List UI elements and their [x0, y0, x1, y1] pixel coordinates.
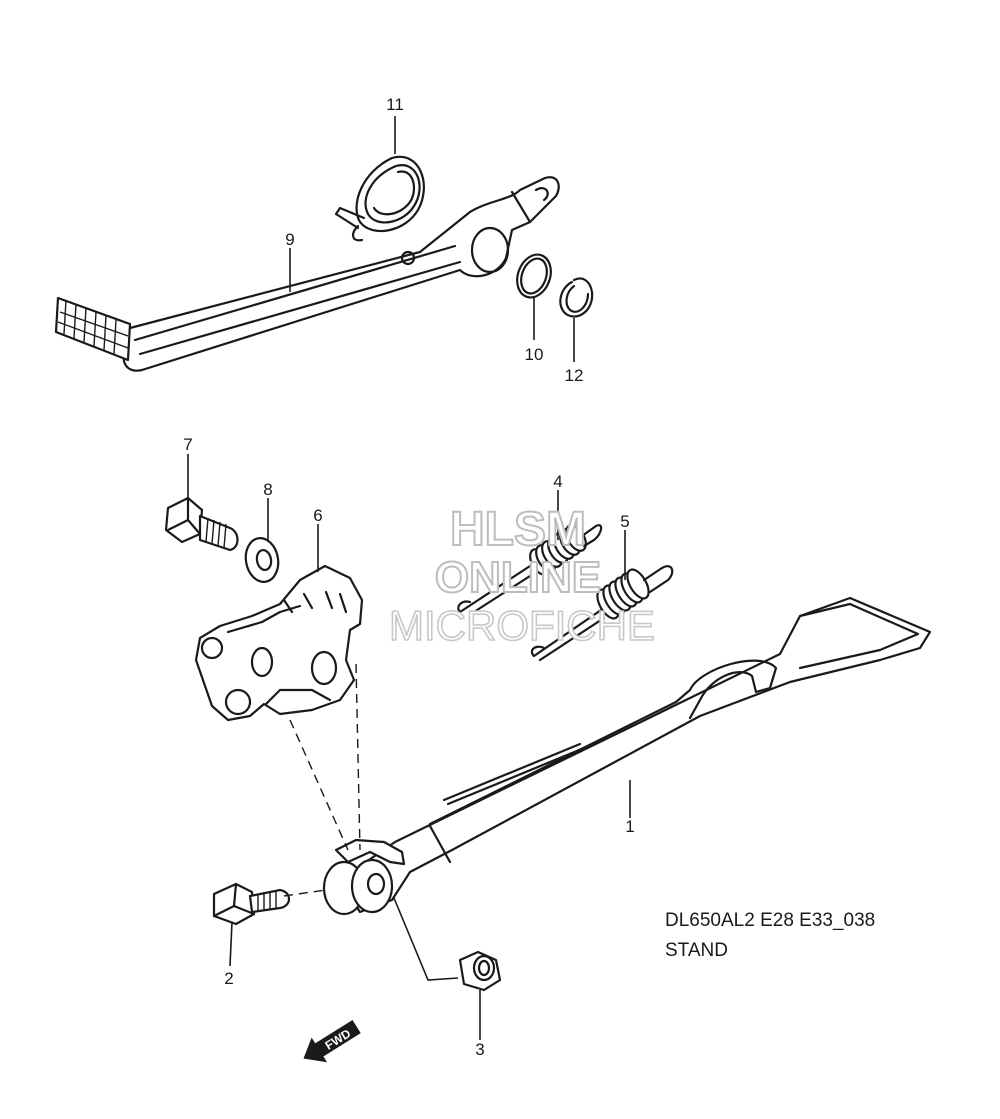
callout-8: 8: [263, 480, 272, 499]
callout-labels: 11 9 10 12 7 8 6 4 5 1 2 3: [183, 95, 634, 1059]
assembly-dashed-lines: [283, 663, 361, 897]
bracket-part-6[interactable]: [194, 564, 364, 722]
callout-5: 5: [620, 512, 629, 531]
model-code: DL650AL2 E28 E33_038: [665, 910, 875, 931]
callout-2: 2: [224, 969, 233, 988]
watermark-line-1: HLSM: [450, 503, 586, 556]
callout-6: 6: [313, 506, 322, 525]
callout-12: 12: [565, 366, 584, 385]
spring-4-coils: [529, 524, 587, 576]
callout-10: 10: [525, 345, 544, 364]
lever-part-9[interactable]: [54, 176, 560, 372]
pivot-bolt-part-2[interactable]: [212, 882, 291, 926]
circlip-part-12[interactable]: [559, 277, 594, 318]
spring-part-4[interactable]: [457, 522, 603, 614]
callout-7: 7: [183, 435, 192, 454]
bolt-part-7[interactable]: [164, 496, 239, 552]
side-stand-part-1[interactable]: [322, 596, 932, 916]
washer-part-10[interactable]: [511, 250, 556, 302]
callout-4: 4: [553, 472, 562, 491]
watermark-line-3: MICROFICHE: [389, 602, 655, 649]
leader-lines: [187, 116, 631, 1040]
watermark: HLSM ONLINE MICROFICHE: [388, 502, 656, 650]
return-spring-part-11[interactable]: [334, 155, 425, 242]
forward-arrow-icon: FWD: [303, 1019, 361, 1063]
callout-9: 9: [285, 230, 294, 249]
diagram-title: STAND: [665, 940, 728, 961]
callout-11: 11: [386, 95, 404, 114]
watermark-line-2: ONLINE: [435, 553, 601, 602]
callout-1: 1: [625, 817, 634, 836]
washer-part-8[interactable]: [242, 536, 281, 585]
diagram-caption: DL650AL2 E28 E33_038 STAND: [665, 910, 875, 961]
nut-part-3[interactable]: [458, 950, 502, 992]
callout-3: 3: [475, 1040, 484, 1059]
peg-rubber: [54, 296, 132, 362]
spring-part-5[interactable]: [530, 565, 674, 662]
